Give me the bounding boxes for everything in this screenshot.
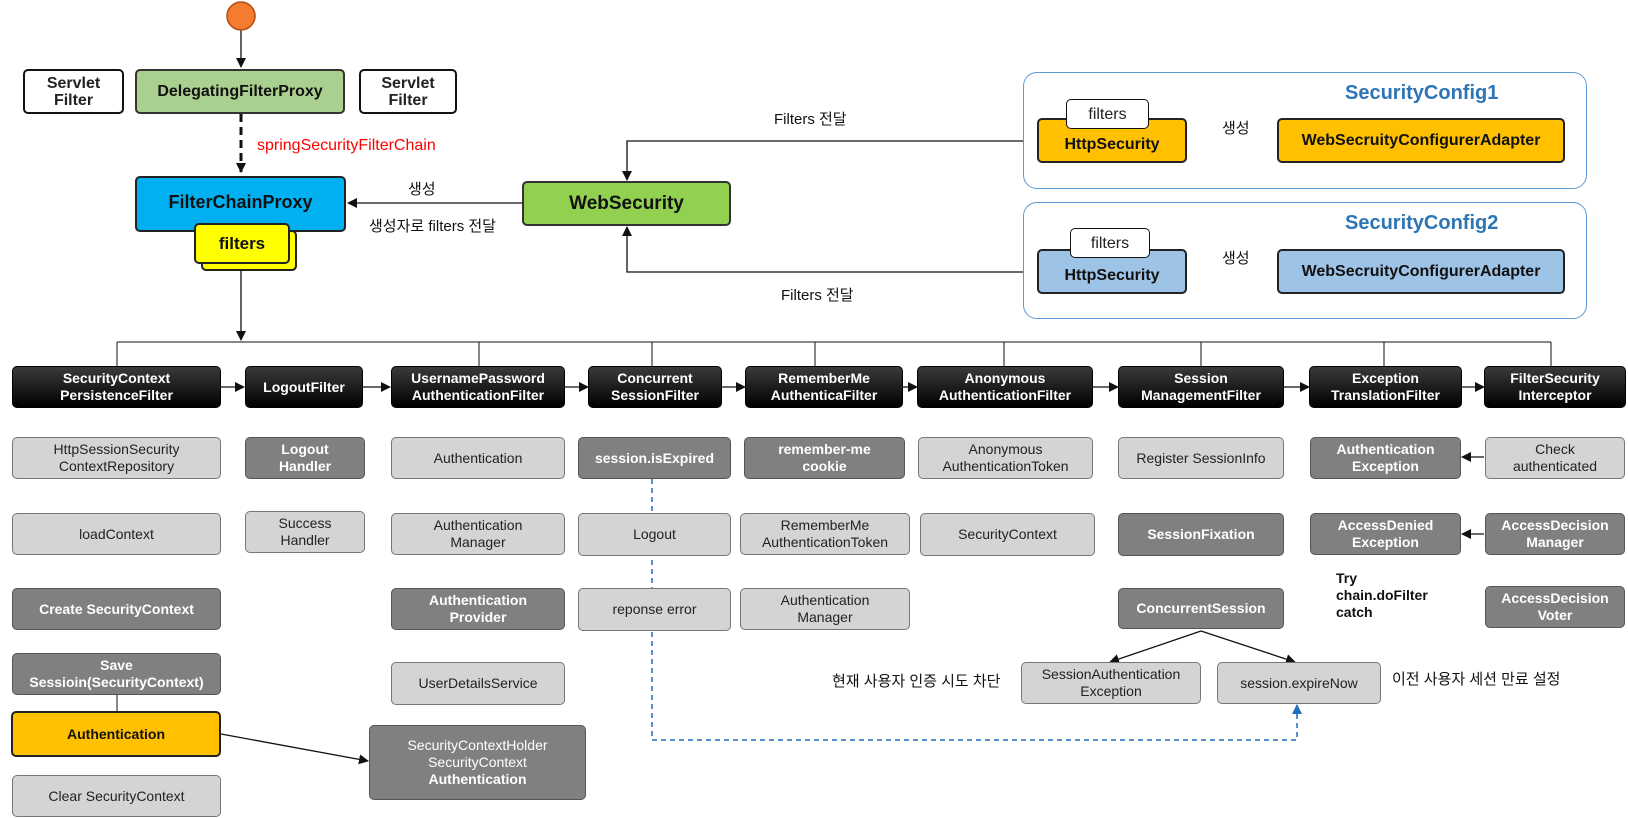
http-session-security-context-repository: HttpSessionSecurity ContextRepository	[12, 437, 221, 479]
access-decision-manager: AccessDecision Manager	[1485, 513, 1625, 555]
web-security-configurer-adapter-1: WebSecruityConfigurerAdapter	[1277, 118, 1565, 163]
user-details-service: UserDetailsService	[391, 662, 565, 705]
session-is-expired: session.isExpired	[578, 437, 731, 479]
spring-security-filter-chain-label: springSecurityFilterChain	[257, 137, 436, 154]
start-node	[226, 1, 256, 31]
save-session-security-context: Save Sessioin(SecurityContext)	[12, 653, 221, 695]
remember-me-cookie: remember-me cookie	[744, 437, 905, 479]
authentication-exception: Authentication Exception	[1310, 437, 1461, 479]
delegating-filter-proxy: DelegatingFilterProxy	[135, 69, 345, 114]
servlet-filter-right: Servlet Filter	[359, 69, 457, 114]
expire-previous-session-label: 이전 사용자 세션 만료 설정	[1392, 671, 1561, 688]
anonymous-authentication-token: Anonymous AuthenticationToken	[918, 437, 1093, 479]
create-with-filters-label: 생성자로 filters 전달	[369, 218, 496, 235]
success-handler: Success Handler	[245, 511, 365, 553]
filters-tag-1: filters	[1066, 99, 1149, 129]
access-denied-exception: AccessDenied Exception	[1310, 513, 1461, 555]
web-security: WebSecurity	[522, 181, 731, 226]
create-security-context: Create SecurityContext	[12, 588, 221, 630]
anonymous-security-context: SecurityContext	[920, 513, 1095, 556]
security-context-holder: SecurityContextHolder SecurityContext Au…	[369, 725, 586, 800]
session-expire-now: session.expireNow	[1217, 662, 1381, 704]
filter-chain-proxy: FilterChainProxy	[135, 176, 346, 232]
authentication-provider: Authentication Provider	[391, 588, 565, 630]
session-authentication-exception: SessionAuthentication Exception	[1021, 662, 1201, 704]
block-current-user-label: 현재 사용자 인증 시도 차단	[832, 673, 1001, 690]
security-config-1-title: SecurityConfig1	[1345, 82, 1499, 104]
logout-filter: LogoutFilter	[245, 366, 363, 408]
concurrent-logout: Logout	[578, 513, 731, 556]
logout-handler: Logout Handler	[245, 437, 365, 479]
filters-tag-2: filters	[1070, 228, 1150, 258]
clear-security-context: Clear SecurityContext	[12, 775, 221, 817]
remember-me-authentication-manager: Authentication Manager	[740, 588, 910, 630]
security-config-2-title: SecurityConfig2	[1345, 212, 1499, 234]
config-2-create-label: 생성	[1222, 250, 1250, 267]
username-authentication: Authentication	[391, 437, 565, 479]
response-error: reponse error	[578, 588, 731, 631]
servlet-filter-left: Servlet Filter	[23, 69, 124, 114]
filters-pass-bottom-label: Filters 전달	[781, 287, 854, 304]
filters-box: filters	[194, 223, 290, 264]
filters-pass-top-label: Filters 전달	[774, 111, 847, 128]
web-security-configurer-adapter-2: WebSecruityConfigurerAdapter	[1277, 249, 1565, 294]
access-decision-voter: AccessDecision Voter	[1485, 586, 1625, 628]
try-catch-text: Try chain.doFilter catch	[1336, 570, 1428, 620]
create-label: 생성	[408, 181, 436, 198]
username-authentication-manager: Authentication Manager	[391, 513, 565, 555]
check-authenticated: Check authenticated	[1485, 437, 1625, 479]
session-fixation: SessionFixation	[1118, 513, 1284, 556]
authentication-highlight: Authentication	[11, 711, 221, 757]
remember-me-authentication-token: RememberMe AuthenticationToken	[740, 513, 910, 555]
load-context: loadContext	[12, 513, 221, 555]
config-1-create-label: 생성	[1222, 120, 1250, 137]
concurrent-session: ConcurrentSession	[1118, 588, 1284, 629]
register-session-info: Register SessionInfo	[1118, 437, 1284, 479]
